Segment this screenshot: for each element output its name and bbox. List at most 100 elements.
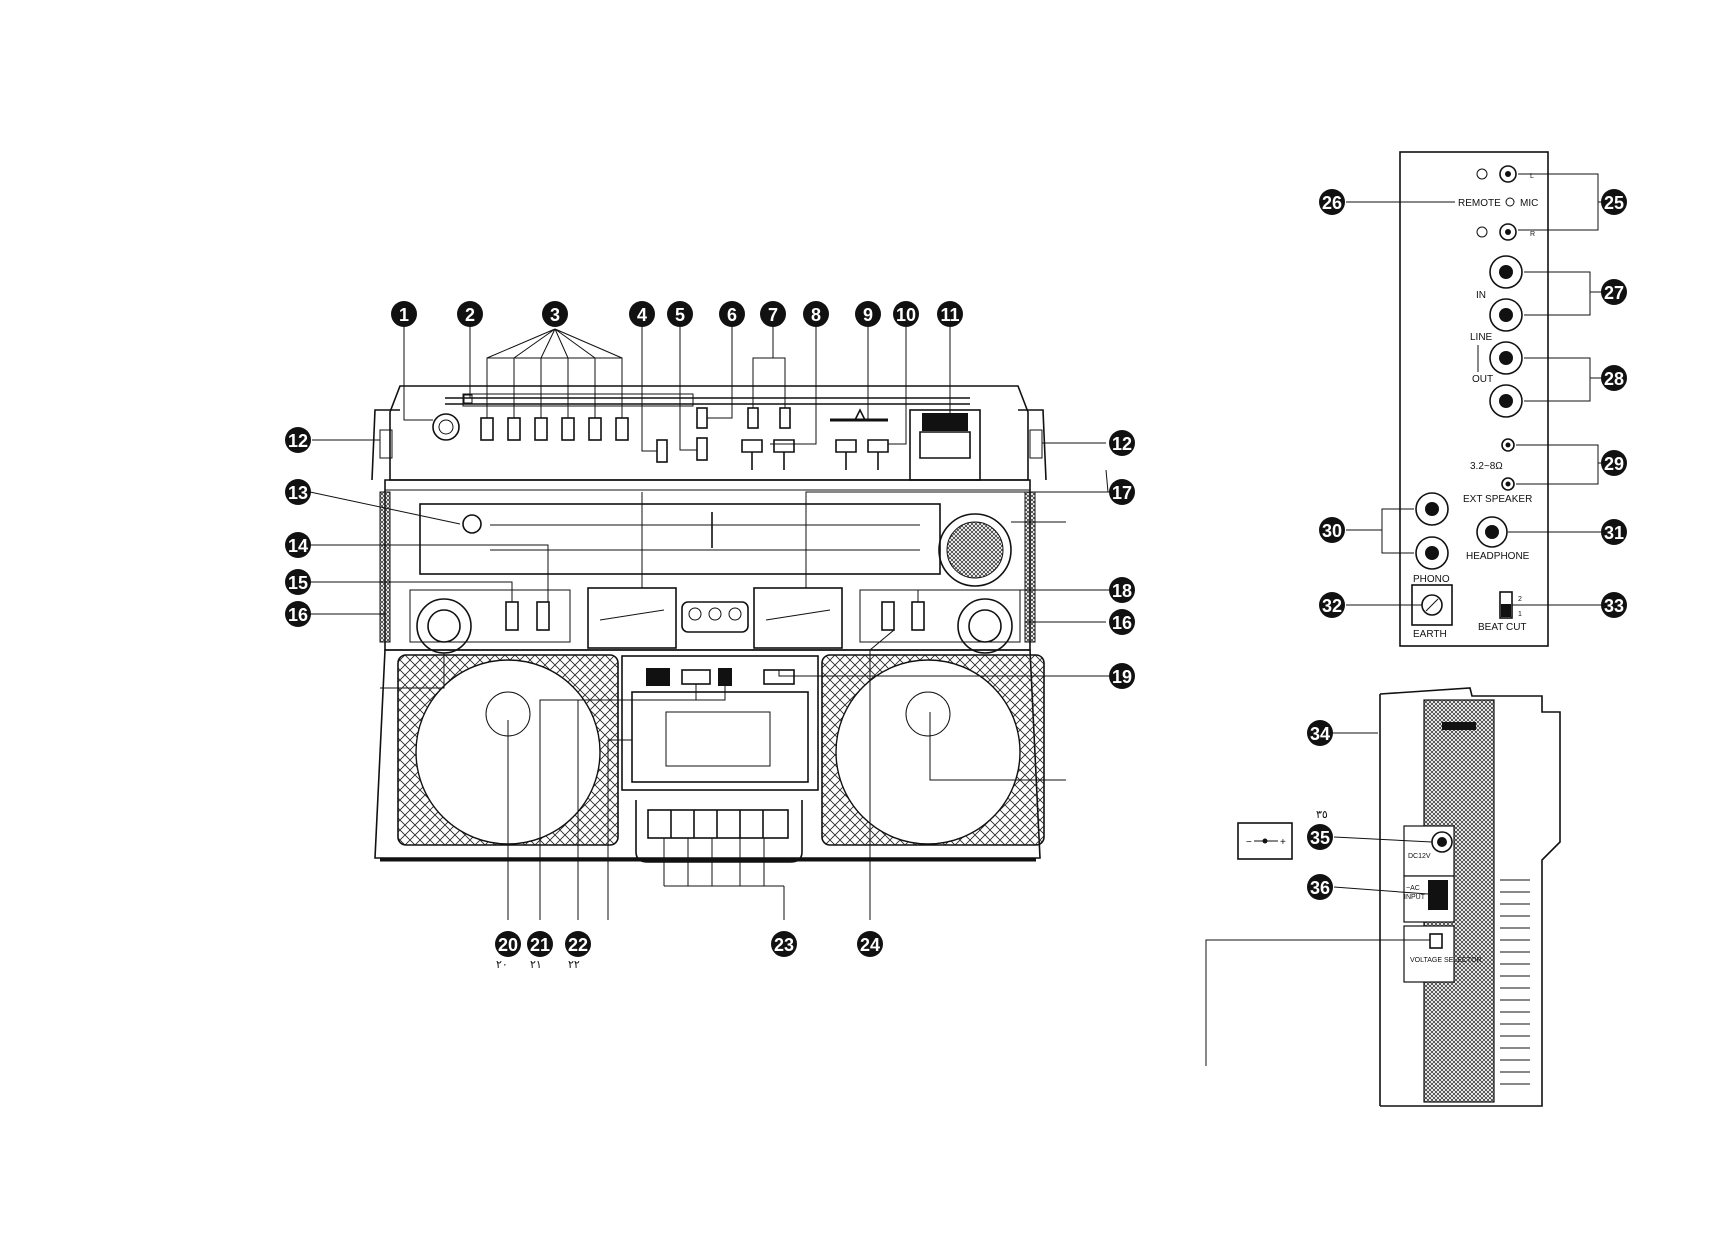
deck-switch-20 — [646, 668, 670, 686]
front-callout-8-number: 8 — [811, 305, 821, 325]
tuning-window-top — [922, 413, 968, 431]
switch-5 — [697, 438, 707, 460]
ac-inlet — [1428, 880, 1448, 910]
arabic-label-21: ٢١ — [530, 958, 542, 971]
ac-input-label: INPUT — [1404, 894, 1426, 901]
side-fins — [1500, 880, 1530, 1084]
voltage-label: VOLTAGE SELECTOR — [1410, 957, 1482, 964]
line-out-jacks — [1490, 342, 1522, 417]
front-callout-3-number: 3 — [550, 305, 560, 325]
front-callout-1-number: 1 — [399, 305, 409, 325]
panel-callout-25-number: 25 — [1604, 193, 1624, 213]
panel-callout-30-number: 30 — [1322, 521, 1342, 541]
volume-knob-right — [958, 599, 1012, 653]
switch-7a — [748, 408, 758, 428]
side-callout-35-number: 35 — [1310, 828, 1330, 848]
switch-7b — [780, 408, 790, 428]
strap-mount-right — [1030, 430, 1042, 458]
left-control-bay — [410, 590, 570, 642]
earth-label: EARTH — [1413, 629, 1447, 640]
line-out-label: OUT — [1472, 374, 1493, 385]
mic-cluster — [682, 602, 748, 632]
line-in-label: IN — [1476, 290, 1486, 301]
front-body — [385, 480, 1030, 650]
arabic-label-22: ٢٢ — [568, 958, 580, 971]
panel-callout-28-number: 28 — [1604, 369, 1624, 389]
switch-4 — [657, 440, 667, 462]
voltage-panel — [1404, 926, 1454, 982]
side-callout-36-number: 36 — [1310, 878, 1330, 898]
front-callout-15-number: 15 — [288, 573, 308, 593]
panel-callout-27-number: 27 — [1604, 283, 1624, 303]
front-callout-21-number: 21 — [530, 935, 550, 955]
mic-label: MIC — [1520, 198, 1538, 209]
polarity-minus: − — [1246, 837, 1252, 848]
right-control-bay — [860, 590, 1020, 642]
panel-callout-32-number: 32 — [1322, 596, 1342, 616]
headphone-label: HEADPHONE — [1466, 551, 1530, 562]
remote-label: REMOTE — [1458, 198, 1501, 209]
front-callout-11-number: 11 — [940, 305, 959, 325]
boombox-front-view — [310, 314, 1122, 920]
front-callout-7-number: 7 — [768, 305, 778, 325]
rear-jack-panel: REMOTE MIC L R IN LINE OUT 3.2~8Ω EXT SP… — [1346, 152, 1614, 646]
front-callout-23-number: 23 — [774, 935, 794, 955]
front-callout-12-number: 12 — [288, 431, 308, 451]
panel-callout-26-number: 26 — [1322, 193, 1342, 213]
mic-r-label: R — [1530, 231, 1535, 238]
jack-panel-outline — [1400, 152, 1548, 646]
indicator-lamp — [464, 395, 472, 403]
impedance-label: 3.2~8Ω — [1470, 461, 1503, 472]
front-callout-16-number: 16 — [288, 605, 308, 625]
front-callout-2-number: 2 — [465, 305, 475, 325]
front-callout-5-number: 5 — [675, 305, 685, 325]
front-callout-18-number: 18 — [1112, 581, 1132, 601]
beat-cut-label: BEAT CUT — [1478, 622, 1527, 633]
dc-label: DC12V — [1408, 853, 1431, 860]
phono-label: PHONO — [1413, 574, 1450, 585]
front-callout-9-number: 9 — [863, 305, 873, 325]
transport-keys — [636, 800, 802, 862]
deck-switch-21 — [682, 670, 710, 684]
front-callout-10-number: 10 — [896, 305, 916, 325]
arabic-label-20: ٢٠ — [496, 958, 508, 971]
polarity-plus: + — [1280, 837, 1286, 848]
handle-rail — [445, 398, 970, 404]
side-view: DC12V ~AC INPUT VOLTAGE SELECTOR − + — [1206, 688, 1560, 1106]
volume-knob-left — [417, 599, 471, 653]
side-vent-right — [1025, 492, 1035, 642]
beat-1-label: 1 — [1518, 611, 1522, 618]
switch-18 — [912, 602, 924, 630]
vu-meter-left — [588, 588, 676, 648]
side-callout-34-number: 34 — [1310, 724, 1330, 744]
cassette-window — [632, 692, 808, 782]
front-callout-22-number: 22 — [568, 935, 588, 955]
line-in-jacks — [1490, 256, 1522, 331]
top-panel-outline — [390, 386, 1028, 480]
vu-meter-right — [754, 588, 842, 648]
ext-speaker-label: EXT SPEAKER — [1463, 494, 1532, 505]
front-callout-14-number: 14 — [288, 536, 308, 556]
front-callout-6-number: 6 — [727, 305, 737, 325]
side-vent-left — [380, 492, 390, 642]
front-callout-16-number: 16 — [1112, 613, 1132, 633]
front-callout-17-number: 17 — [1112, 483, 1132, 503]
dial-indicator-13 — [463, 515, 481, 533]
band-buttons — [481, 418, 628, 440]
front-callout-12-number: 12 — [1112, 434, 1132, 454]
line-label: LINE — [1470, 332, 1493, 343]
panel-callout-29-number: 29 — [1604, 454, 1624, 474]
beat-2-label: 2 — [1518, 596, 1522, 603]
speaker-cone-right — [836, 660, 1020, 844]
power-knob — [433, 414, 459, 440]
deck-switch-22 — [718, 668, 732, 686]
front-callout-24-number: 24 — [860, 935, 880, 955]
switch-24a — [882, 602, 894, 630]
dial-window — [420, 504, 940, 574]
arabic-label-35: ٣٥ — [1316, 808, 1328, 821]
front-callout-13-number: 13 — [288, 483, 308, 503]
switch-14 — [537, 602, 549, 630]
ac-label: ~AC — [1406, 885, 1420, 892]
switch-15 — [506, 602, 518, 630]
